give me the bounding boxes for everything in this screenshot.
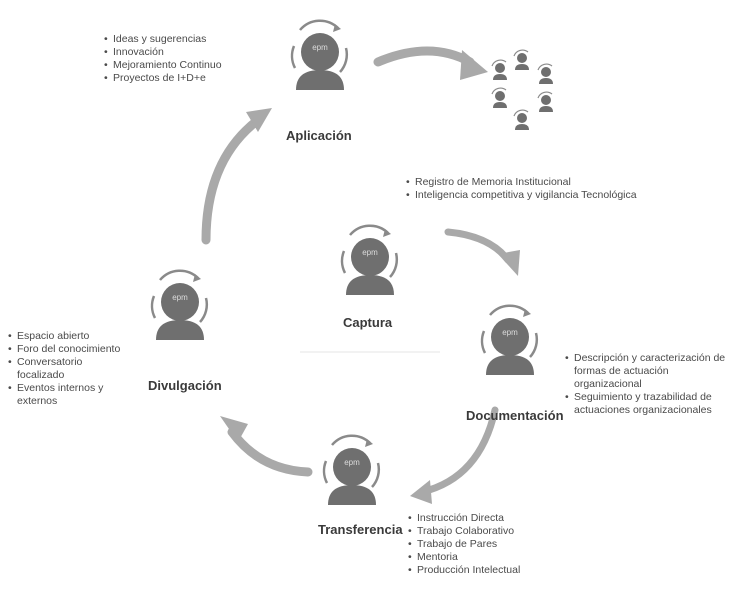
arrow-divulgacion-to-aplicacion	[201, 115, 263, 245]
stage-label-divulgacion: Divulgación	[148, 378, 222, 393]
arrow-transferencia-to-divulgacion	[227, 427, 313, 477]
epm-logo-marks: epm epm epm epm epm	[172, 43, 518, 467]
head-logo-documentacion: epm	[502, 328, 518, 337]
arrow-heads	[220, 50, 520, 504]
arrow-captura-to-documentacion	[444, 228, 512, 264]
head-logo-divulgacion: epm	[172, 293, 188, 302]
head-logo-transferencia: epm	[344, 458, 360, 467]
person-icon-aplicacion	[290, 19, 349, 92]
list-item: Proyectos de I+D+e	[104, 72, 254, 85]
list-item: Inteligencia competitiva y vigilancia Te…	[406, 189, 706, 202]
list-item: Mentoria	[408, 551, 568, 564]
divulgacion-bullets: Espacio abierto Foro del conocimiento Co…	[8, 330, 150, 408]
people-group-icon	[491, 49, 554, 131]
list-item: Descripción y caracterización de formas …	[565, 352, 737, 391]
list-item: Innovación	[104, 46, 254, 59]
stage-label-transferencia: Transferencia	[318, 522, 403, 537]
list-item: Producción Intelectual	[408, 564, 568, 577]
list-item: Conversatorio focalizado	[8, 356, 97, 382]
list-item: Instrucción Directa	[408, 512, 568, 525]
stage-label-documentacion: Documentación	[466, 408, 564, 423]
captura-bullets: Registro de Memoria Institucional Inteli…	[406, 176, 706, 202]
list-item: Mejoramiento Continuo	[104, 59, 254, 72]
person-icon-documentacion	[480, 304, 539, 377]
list-item: Ideas y sugerencias	[104, 33, 254, 46]
list-item: Eventos internos y externos	[8, 382, 125, 408]
person-icon-captura	[340, 224, 399, 297]
transferencia-bullets: Instrucción Directa Trabajo Colaborativo…	[408, 512, 568, 577]
head-logo-captura: epm	[362, 248, 378, 257]
list-item: Registro de Memoria Institucional	[406, 176, 706, 189]
person-icon-divulgacion	[150, 269, 209, 342]
list-item: Foro del conocimiento	[8, 343, 150, 356]
stage-label-aplicacion: Aplicación	[286, 128, 352, 143]
list-item: Seguimiento y trazabilidad de actuacione…	[565, 391, 737, 417]
head-logo-aplicacion: epm	[312, 43, 328, 52]
list-item: Trabajo de Pares	[408, 538, 568, 551]
person-icon-transferencia	[322, 434, 381, 507]
list-item: Espacio abierto	[8, 330, 150, 343]
arrow-aplicacion-to-group	[373, 46, 475, 67]
stage-label-captura: Captura	[343, 315, 393, 330]
list-item: Trabajo Colaborativo	[408, 525, 568, 538]
documentacion-bullets: Descripción y caracterización de formas …	[565, 352, 737, 417]
arrow-documentacion-to-transferencia	[418, 406, 499, 496]
aplicacion-bullets: Ideas y sugerencias Innovación Mejoramie…	[104, 33, 254, 85]
